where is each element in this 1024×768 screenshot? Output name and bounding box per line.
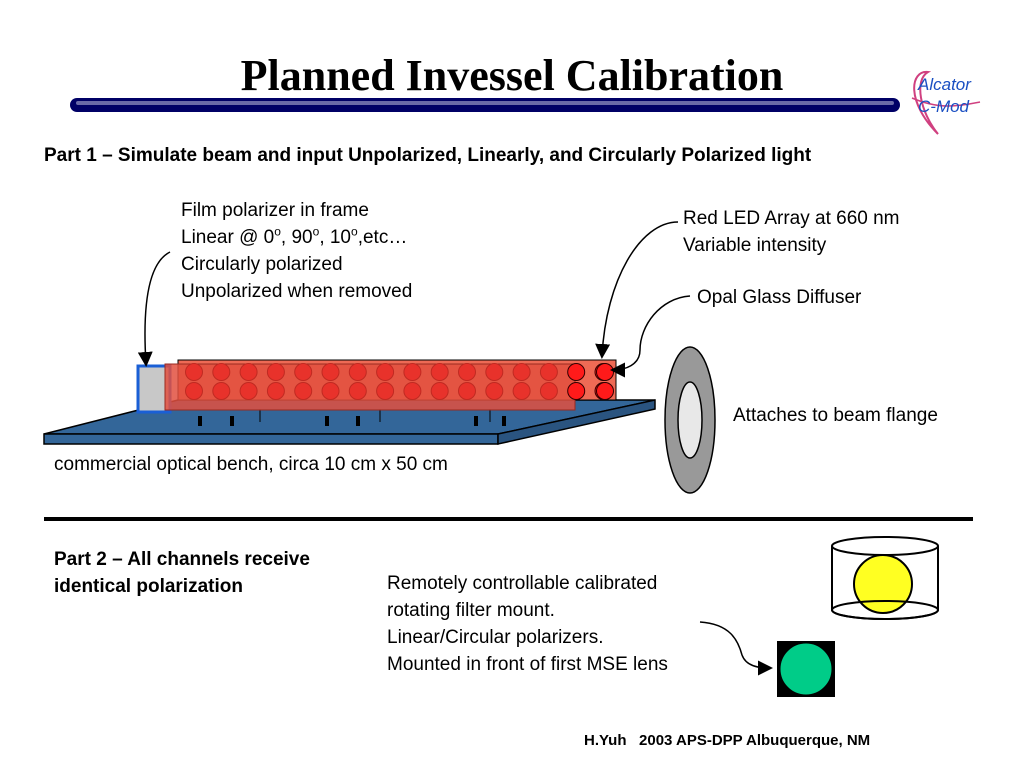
led-dot	[430, 382, 449, 400]
title-rule	[70, 98, 900, 112]
led-dot	[485, 382, 504, 400]
led-dot	[403, 382, 422, 400]
page-title: Planned Invessel Calibration	[240, 51, 784, 100]
heart-outline-icon	[913, 70, 939, 135]
led-dot	[239, 382, 258, 400]
filter-mount-label-line4: Mounted in front of first MSE lens	[387, 654, 668, 675]
led-dot	[185, 363, 203, 381]
bench-posts	[198, 416, 506, 426]
led-array	[164, 359, 617, 411]
yellow-filter	[853, 554, 913, 614]
led-dot	[512, 382, 531, 400]
polarizer-label-line2: Linear @ 0o, 90o, 10o,etc…	[181, 224, 408, 248]
filter-mount-arrow	[699, 621, 773, 676]
part2-heading-line1: Part 2 – All channels receive	[54, 549, 310, 570]
logo-text-line2: C-Mod	[918, 97, 970, 116]
led-dot	[185, 382, 203, 400]
led-dot	[239, 363, 258, 381]
led-dot	[376, 363, 395, 381]
diffuser-arrow	[610, 295, 691, 378]
led-dot	[512, 363, 531, 381]
polarizer-label: Film polarizer in frame Linear @ 0o, 90o…	[181, 197, 412, 305]
led-dot	[430, 363, 449, 381]
led-label-line2: Variable intensity	[683, 235, 827, 256]
led-dot	[266, 382, 285, 400]
led-dot	[596, 382, 614, 400]
filter-mount-label: Remotely controllable calibrated rotatin…	[387, 570, 668, 678]
flange-label: Attaches to beam flange	[733, 405, 938, 426]
rotating-filter-mount	[831, 536, 939, 620]
led-dot	[596, 363, 614, 381]
led-dot	[567, 363, 586, 381]
footer-credit: H.Yuh 2003 APS-DPP Albuquerque, NM	[584, 732, 871, 749]
led-dot	[403, 363, 422, 381]
led-dot	[539, 363, 558, 381]
led-dot	[458, 363, 476, 381]
part2-heading: Part 2 – All channels receive identical …	[54, 546, 310, 600]
led-dot	[294, 363, 313, 381]
led-dot	[458, 382, 476, 400]
led-dot	[294, 382, 313, 400]
bench-label: commercial optical bench, circa 10 cm x …	[54, 454, 448, 475]
led-dot	[321, 382, 340, 400]
filter-mount-label-line1: Remotely controllable calibrated	[387, 573, 658, 594]
led-dot	[212, 363, 231, 381]
led-dot	[567, 382, 586, 400]
led-dot	[348, 363, 367, 381]
section-divider	[44, 517, 973, 521]
led-dot	[321, 363, 340, 381]
led-dot	[539, 382, 558, 400]
led-dot	[348, 382, 367, 400]
part1-heading: Part 1 – Simulate beam and input Unpolar…	[44, 145, 812, 166]
part2-heading-line2: identical polarization	[54, 576, 243, 597]
led-dot	[485, 363, 504, 381]
led-label: Red LED Array at 660 nm Variable intensi…	[683, 205, 900, 259]
mse-lens-filter	[777, 641, 835, 697]
polarizer-label-line4: Unpolarized when removed	[181, 281, 413, 302]
polarizer-label-line3: Circularly polarized	[181, 254, 343, 275]
polarizer-arrow	[137, 251, 171, 367]
bench-post-lines	[259, 409, 491, 422]
logo-text-line1: Alcator	[917, 75, 972, 94]
led-arrow	[595, 221, 679, 359]
beam-flange	[664, 346, 716, 494]
diffuser-label: Opal Glass Diffuser	[697, 287, 862, 308]
filter-mount-label-line3: Linear/Circular polarizers.	[387, 627, 604, 648]
led-dot	[212, 382, 231, 400]
led-dot	[376, 382, 395, 400]
alcator-cmod-logo: Alcator C-Mod	[900, 62, 995, 142]
led-label-line1: Red LED Array at 660 nm	[683, 208, 900, 229]
green-filter	[779, 642, 833, 696]
filter-mount-label-line2: rotating filter mount.	[387, 600, 555, 621]
polarizer-label-line1: Film polarizer in frame	[181, 200, 369, 221]
led-dot	[266, 363, 285, 381]
